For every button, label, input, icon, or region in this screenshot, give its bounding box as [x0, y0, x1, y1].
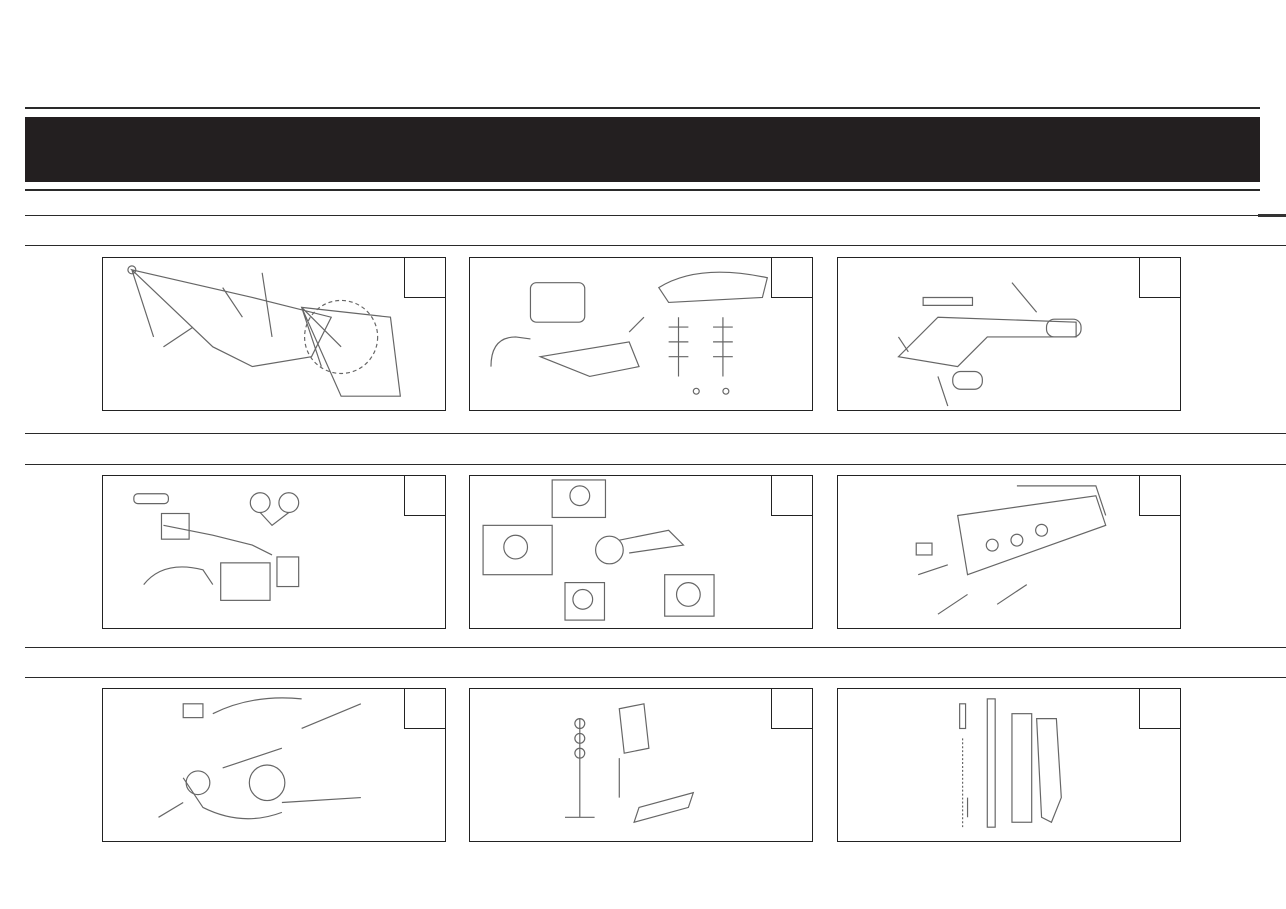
page-ref-box — [771, 258, 812, 298]
seat-suspension-diagram-icon — [490, 271, 769, 395]
page-ref-box — [404, 258, 445, 298]
section-rule — [25, 464, 1286, 465]
page-ref-box — [771, 476, 812, 516]
handlebar-diagram-icon — [133, 492, 300, 601]
header-bottom-rule — [25, 189, 1260, 191]
cables-diagram-panel[interactable] — [469, 475, 813, 629]
frame-diagram-panel[interactable] — [102, 257, 446, 411]
page-ref-box — [771, 689, 812, 729]
footrest-diagram-panel[interactable] — [837, 257, 1181, 411]
section-rule — [25, 677, 1286, 678]
front-fork-diagram-panel[interactable] — [837, 688, 1181, 842]
front-brake-diagram-icon — [158, 697, 362, 820]
page-ref-box — [404, 476, 445, 516]
footrest-diagram-icon — [897, 282, 1082, 407]
cables-diagram-icon — [482, 479, 715, 621]
page-ref-box — [1139, 689, 1180, 729]
front-fork-diagram-icon — [959, 698, 1062, 828]
section-rule — [25, 647, 1286, 648]
frame-diagram-icon — [127, 265, 402, 397]
steering-stem-diagram-icon — [565, 703, 695, 824]
section-rule — [25, 433, 1286, 434]
steering-stem-diagram-panel[interactable] — [469, 688, 813, 842]
seat-suspension-diagram-panel[interactable] — [469, 257, 813, 411]
page-ref-box — [1139, 476, 1180, 516]
section-rule — [25, 245, 1286, 246]
front-brake-diagram-panel[interactable] — [102, 688, 446, 842]
top-rule — [25, 107, 1260, 109]
rear-brake-diagram-icon — [915, 485, 1107, 615]
header-band — [25, 117, 1260, 182]
handlebar-diagram-panel[interactable] — [102, 475, 446, 629]
section-rule — [25, 215, 1286, 216]
page-tab-marker — [1258, 214, 1286, 217]
rear-brake-diagram-panel[interactable] — [837, 475, 1181, 629]
page-ref-box — [1139, 258, 1180, 298]
page-ref-box — [404, 689, 445, 729]
